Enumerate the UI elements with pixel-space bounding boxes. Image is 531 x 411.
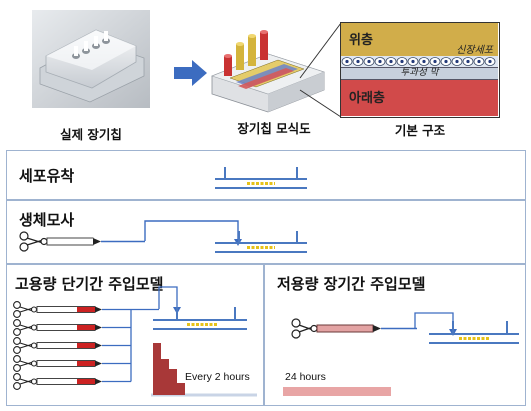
structure-diagram: 위층 신장세포 투과성 막 아래층 (340, 22, 500, 118)
caption-schematic: 장기칩 모식도 (237, 121, 311, 136)
syringe-pump-low (291, 318, 417, 339)
channel-high-volume (153, 307, 247, 330)
upper-layer-label: 위층 (349, 33, 373, 48)
epithelial-cells-label: 신장세포 (456, 45, 493, 56)
panel-high-volume: 고용량 단기간 주입모델 (6, 264, 264, 406)
panel-title-high-volume: 고용량 단기간 주입모델 (15, 275, 164, 293)
panel-title-mimetic: 생체모사 (19, 211, 75, 229)
lower-layer-label: 아래층 (349, 91, 385, 106)
dose-step-1 (153, 343, 161, 395)
membrane-label: 투과성 막 (400, 67, 439, 78)
panel-title-adhesion: 세포유착 (19, 167, 75, 185)
panel-low-volume: 저용량 장기간 주입모델 24 hours (264, 264, 526, 406)
chip-schematic-drawing (211, 30, 325, 113)
chip-photo-image (32, 10, 150, 108)
right-arrow-icon (174, 60, 207, 86)
dose-step-4 (177, 383, 185, 395)
channel-mimetic (215, 231, 307, 253)
interval-label: Every 2 hours (185, 371, 250, 383)
panel-title-low-volume: 저용량 장기간 주입모델 (277, 275, 426, 293)
upper-layer (341, 23, 498, 56)
cell-row (341, 56, 498, 67)
caption-structure: 기본 구조 (394, 123, 446, 138)
chip-schematic (208, 16, 328, 116)
panel-cell-adhesion: 세포유착 (6, 150, 526, 200)
channel-adhesion (215, 167, 307, 189)
low-dose-bar (283, 387, 391, 396)
syringe-pump-mimetic (19, 231, 145, 252)
syringe-array (13, 301, 159, 390)
top-section: 실제 장기칩 장기칩 모식도 위층 신장세포 (0, 0, 531, 150)
membrane (341, 67, 498, 80)
chip-photo (32, 10, 150, 108)
dose-staircase-chart (151, 343, 257, 397)
dose-step-2 (161, 359, 169, 395)
panel-biomimetic: 생체모사 (6, 200, 526, 264)
lower-layer (341, 80, 498, 116)
duration-label: 24 hours (285, 371, 326, 383)
caption-real-chip: 실제 장기칩 (60, 127, 122, 142)
dose-step-3 (169, 369, 177, 395)
channel-low-volume (429, 321, 519, 344)
zoom-lines (299, 22, 342, 118)
